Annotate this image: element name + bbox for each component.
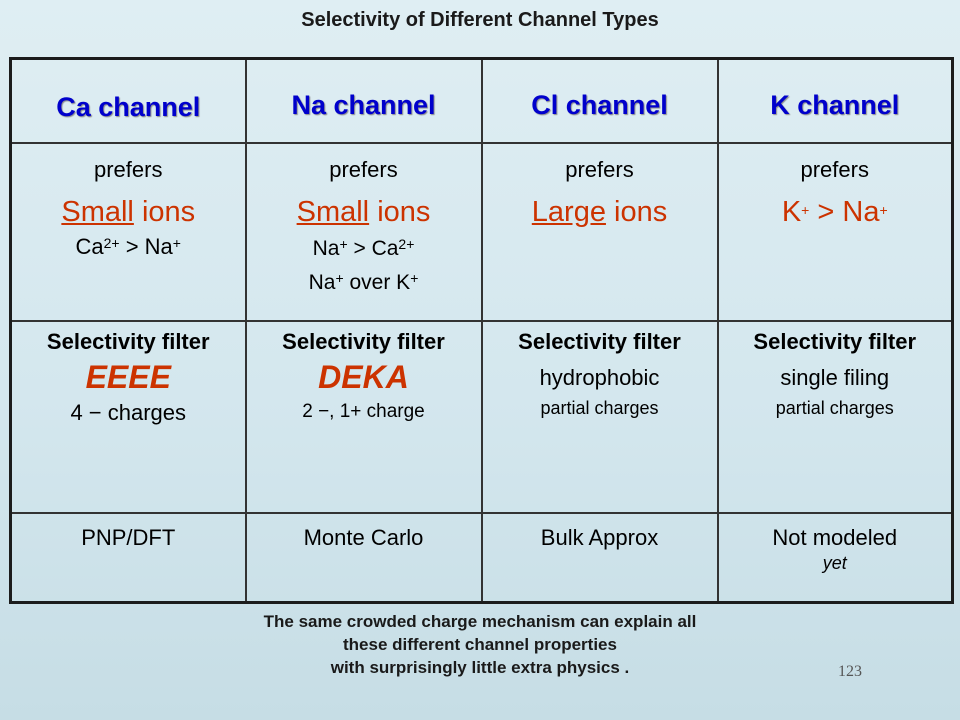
prefers-label: prefers <box>94 156 163 182</box>
footer-line-1: The same crowded charge mechanism can ex… <box>263 612 697 631</box>
k-model-yet: yet <box>822 553 847 574</box>
na-over-k: Na+ over K+ <box>308 269 419 294</box>
prefers-label: prefers <box>800 156 869 182</box>
model-row: PNP/DFT Monte Carlo Bulk Approx Not mode… <box>9 512 954 604</box>
slide-title: Selectivity of Different Channel Types <box>301 9 659 31</box>
na-filter-charge: 2 −, 1+ charge <box>302 400 425 422</box>
k-model-cell: Not modeled yet <box>716 512 954 604</box>
cl-filter-partial-charges: partial charges <box>540 397 659 418</box>
header-cl-channel: Cl channel <box>480 57 719 144</box>
preference-row: prefers Small ions Ca2+ > Na+ prefers Sm… <box>9 141 954 322</box>
selectivity-filter-label: Selectivity filter <box>753 328 917 354</box>
footer-line-2: these different channel properties <box>343 635 617 654</box>
selectivity-filter-label: Selectivity filter <box>46 328 210 354</box>
ca-filter-code: EEEE <box>85 358 171 395</box>
footer-line-3: with surprisingly little extra physics . <box>330 658 630 677</box>
prefers-label: prefers <box>329 156 398 182</box>
header-row: Ca channel Na channel Cl channel K chann… <box>9 57 954 144</box>
ca-filter-charge: 4 − charges <box>70 399 187 425</box>
prefers-label: prefers <box>565 156 634 182</box>
selectivity-filter-label: Selectivity filter <box>282 328 445 354</box>
k-model-label: Not modeled <box>772 525 898 551</box>
k-filter-partial-charges: partial charges <box>775 397 894 418</box>
footer-note: The same crowded charge mechanism can ex… <box>0 610 960 679</box>
cl-filter-cell: Selectivity filter hydrophobic partial c… <box>480 319 719 515</box>
cl-size-preference: Large ions <box>531 195 668 228</box>
na-preference-cell: prefers Small ions Na+ > Ca2+ Na+ over K… <box>244 141 483 322</box>
na-ion-order: Na+ > Ca2+ <box>312 235 415 260</box>
k-filter-description: single filing <box>780 364 890 390</box>
ca-filter-cell: Selectivity filter EEEE 4 − charges <box>9 319 247 515</box>
header-na-channel: Na channel <box>244 57 483 144</box>
selectivity-filter-row: Selectivity filter EEEE 4 − charges Sele… <box>9 319 954 515</box>
header-k-channel: K channel <box>716 57 954 144</box>
na-filter-cell: Selectivity filter DEKA 2 −, 1+ charge <box>244 319 483 515</box>
k-preference-cell: prefers K+ > Na+ <box>716 141 954 322</box>
page-number: 123 <box>838 663 862 680</box>
cl-model-cell: Bulk Approx <box>480 512 719 604</box>
ca-preference-cell: prefers Small ions Ca2+ > Na+ <box>9 141 247 322</box>
channel-selectivity-table: Ca channel Na channel Cl channel K chann… <box>9 57 954 604</box>
header-ca-channel: Ca channel <box>9 57 247 144</box>
na-filter-code: DEKA <box>318 358 409 395</box>
na-model-cell: Monte Carlo <box>244 512 483 604</box>
na-size-preference: Small ions <box>296 195 431 228</box>
ca-ion-order: Ca2+ > Na+ <box>75 233 181 259</box>
cl-preference-cell: prefers Large ions <box>480 141 719 322</box>
k-filter-cell: Selectivity filter single filing partial… <box>716 319 954 515</box>
k-ion-order: K+ > Na+ <box>781 195 888 228</box>
cl-filter-description: hydrophobic <box>539 364 660 390</box>
ca-size-preference: Small ions <box>61 195 196 228</box>
ca-model-cell: PNP/DFT <box>9 512 247 604</box>
selectivity-filter-label: Selectivity filter <box>518 328 681 354</box>
